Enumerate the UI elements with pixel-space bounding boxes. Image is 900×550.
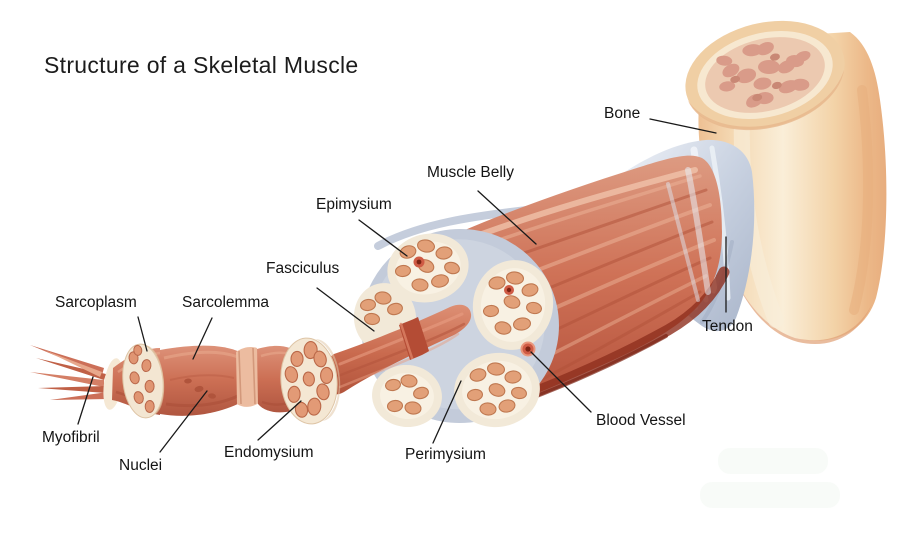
leader-line-nuclei xyxy=(159,390,208,453)
label-muscle-belly: Muscle Belly xyxy=(427,164,514,181)
leader-lines xyxy=(77,118,727,453)
myofibril-cross-section-disc xyxy=(122,343,165,419)
bone-head-cross-section xyxy=(685,20,845,131)
nuclei xyxy=(184,378,216,399)
leader-line-muscle-belly xyxy=(477,190,537,245)
myofibril-frays xyxy=(30,345,110,400)
leader-line-bone xyxy=(649,118,717,134)
label-endomysium: Endomysium xyxy=(224,444,314,461)
label-fasciculus: Fasciculus xyxy=(266,260,340,277)
label-nuclei: Nuclei xyxy=(119,457,163,474)
leader-line-blood-vessel xyxy=(530,351,592,413)
leader-line-endomysium xyxy=(257,400,302,441)
watermark xyxy=(700,448,840,508)
leader-line-sarcolemma xyxy=(192,317,213,360)
leader-line-myofibril xyxy=(77,376,94,425)
label-sarcoplasm: Sarcoplasm xyxy=(55,294,137,311)
endomysium-disc xyxy=(280,337,341,425)
leader-line-epimysium xyxy=(358,219,408,257)
label-bone: Bone xyxy=(604,105,641,122)
leader-line-sarcoplasm xyxy=(137,316,148,352)
label-epimysium: Epimysium xyxy=(316,196,392,213)
page-title: Structure of a Skeletal Muscle xyxy=(44,52,359,78)
label-perimysium: Perimysium xyxy=(405,446,486,463)
spongy-bone xyxy=(705,37,825,113)
muscle-cross-section xyxy=(353,228,559,428)
leader-line-fasciculus xyxy=(316,287,375,332)
label-blood-vessel: Blood Vessel xyxy=(596,412,686,429)
label-tendon: Tendon xyxy=(702,318,753,335)
leader-line-perimysium xyxy=(432,380,462,444)
label-myofibril: Myofibril xyxy=(42,429,100,446)
label-sarcolemma: Sarcolemma xyxy=(182,294,269,311)
fasciculus xyxy=(324,304,472,395)
